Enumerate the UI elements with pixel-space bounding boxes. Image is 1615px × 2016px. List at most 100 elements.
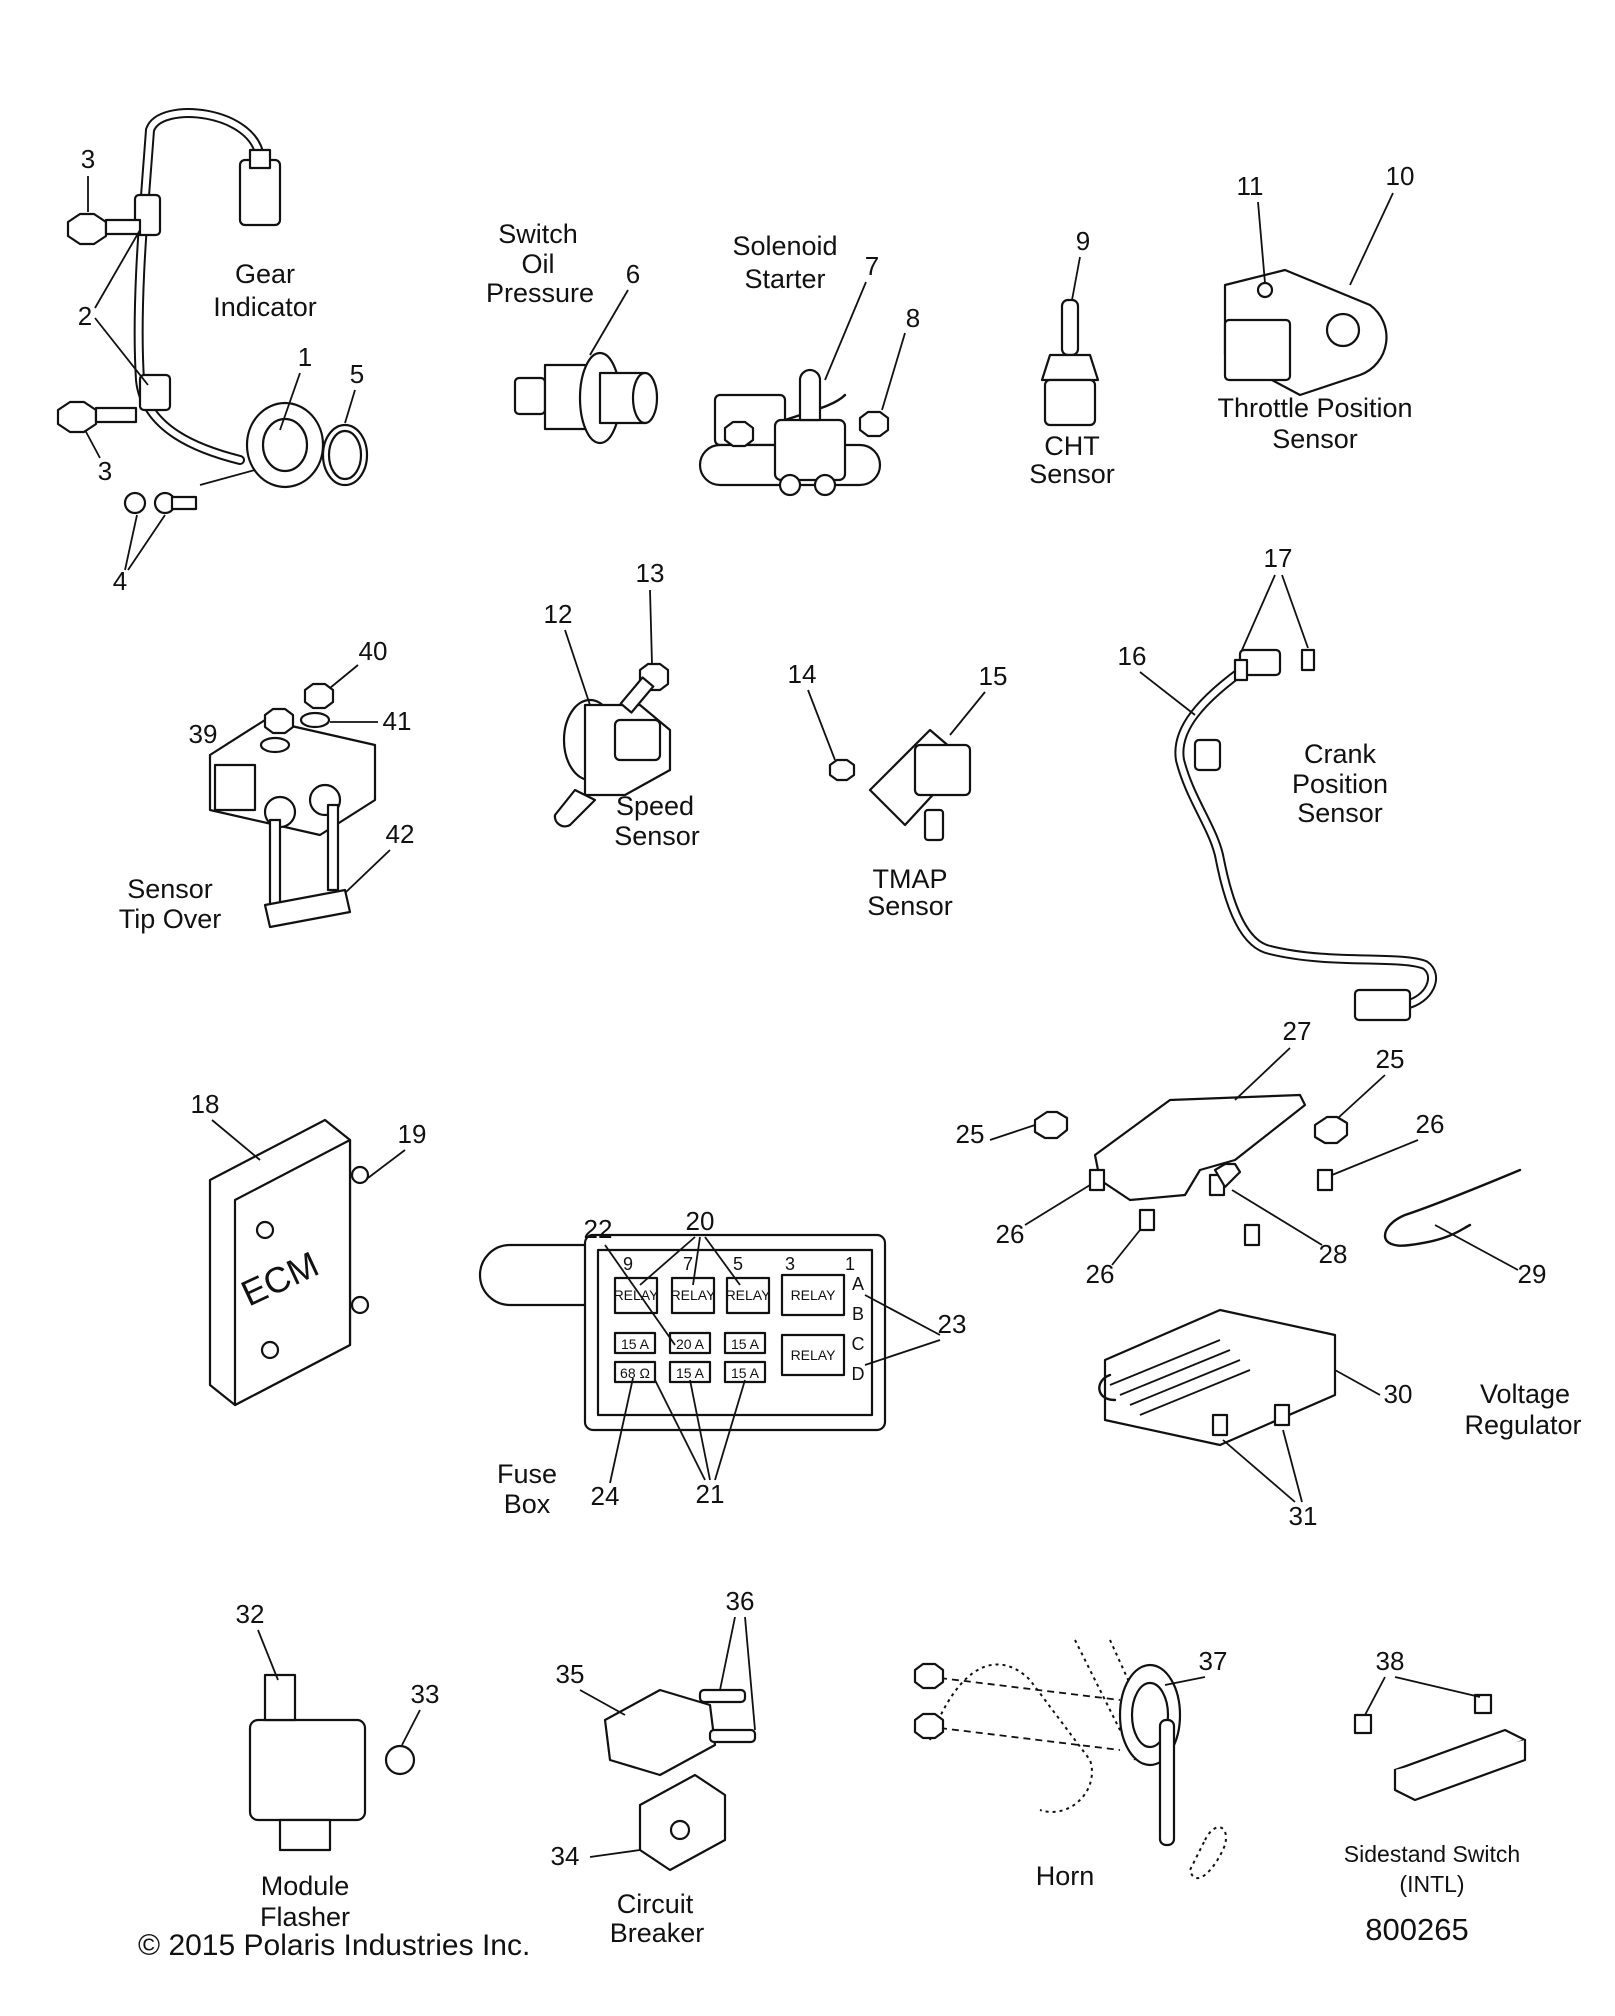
callout-14: 14 [788,659,817,689]
callout-26-left: 26 [996,1219,1025,1249]
copyright: © 2015 Polaris Industries Inc. [138,1929,530,1962]
label-circuit: Circuit [617,1889,694,1919]
circuit-breaker [603,1688,757,1872]
wire-clip-upper [133,193,162,237]
label-tps-sensor: Sensor [1272,424,1358,454]
label-intl: (INTL) [1399,1871,1464,1897]
label-fuse: Fuse [497,1459,557,1489]
callout-3-upper: 3 [81,144,95,174]
svg-text:D: D [852,1364,865,1384]
callout-26-mid: 26 [1086,1259,1115,1289]
label-tmap: TMAP [872,864,947,894]
crank-sensor-connector [1353,988,1412,1022]
bolt-shank-upper [104,218,142,236]
callout-11: 11 [1237,171,1264,201]
spring-clip-right [1313,1115,1349,1145]
horn-bolt-lower [913,1712,945,1740]
callout-3-lower: 3 [98,456,112,486]
rivet [1213,1162,1242,1189]
svg-text:5: 5 [733,1254,743,1274]
svg-text:RELAY: RELAY [671,1287,717,1303]
bolt-head-upper [66,212,108,246]
svg-text:1: 1 [845,1254,855,1274]
label-cht-sensor: Sensor [1029,459,1115,489]
mounting-bracket-assembly [1033,1093,1522,1247]
speed-sensor [553,662,672,828]
section-labels: Gear Indicator Switch Oil Pressure Solen… [119,219,1582,1948]
svg-text:RELAY: RELAY [726,1287,772,1303]
cable-tie [1383,1168,1522,1247]
label-box: Box [504,1489,551,1519]
oil-pressure-switch [513,351,659,445]
gear-indicator-connector-tip [248,148,272,170]
fuse-slot-4 [613,1360,657,1384]
bolt-shank-lower [94,406,138,424]
label-flasher: Flasher [260,1902,350,1932]
ecm-assembly: ECM [208,1118,370,1407]
callout-24: 24 [591,1481,620,1511]
label-breaker: Breaker [610,1918,705,1948]
callout-25-left: 25 [956,1119,985,1149]
callout-29: 29 [1518,1259,1547,1289]
svg-text:RELAY: RELAY [791,1347,837,1363]
callout-15: 15 [979,661,1008,691]
horn-assembly [913,1639,1227,1879]
washer-a [123,491,147,515]
sidestand-switch [1353,1693,1527,1802]
mounting-bracket [1093,1093,1307,1202]
fuse-slot-1 [613,1331,657,1355]
label-indicator: Indicator [213,292,317,322]
spring-clip-left [1033,1110,1069,1140]
label-tmap-sensor: Sensor [867,891,953,921]
callout-26-right: 26 [1416,1109,1445,1139]
callout-6: 6 [626,259,640,289]
callout-21: 21 [696,1479,725,1509]
nut-b [858,410,890,438]
flasher-body [248,1718,367,1822]
callout-25-right: 25 [1376,1044,1405,1074]
callout-36: 36 [726,1586,755,1616]
callout-23: 23 [938,1309,967,1339]
callout-35: 35 [556,1659,585,1689]
rivet-a [698,1688,747,1704]
svg-text:7: 7 [683,1254,693,1274]
solenoid-body [773,418,847,482]
callout-18: 18 [191,1089,220,1119]
callout-7: 7 [865,251,879,281]
label-position: Position [1292,769,1388,799]
callout-37: 37 [1199,1646,1228,1676]
callout-4: 4 [113,566,127,596]
label-oil: Oil [522,249,555,279]
svg-text:RELAY: RELAY [614,1287,660,1303]
callout-31: 31 [1289,1501,1318,1531]
cht-sensor [1040,298,1100,427]
label-throttle-position: Throttle Position [1217,393,1412,423]
nut-a [723,420,755,448]
callout-42: 42 [386,819,415,849]
label-solenoid: Solenoid [732,231,837,261]
callout-1: 1 [298,342,312,372]
callout-30: 30 [1384,1379,1413,1409]
bolt-head-lower [56,400,98,434]
label-speed: Speed [616,791,694,821]
svg-text:15 A: 15 A [731,1365,760,1381]
relay-5 [725,1276,771,1315]
nut-left [263,707,295,735]
svg-text:RELAY: RELAY [791,1287,837,1303]
label-horn: Horn [1036,1861,1095,1891]
callout-28: 28 [1319,1239,1348,1269]
label-module: Module [261,1871,350,1901]
callout-2: 2 [78,301,92,331]
breaker-upper [603,1688,717,1777]
callout-13: 13 [636,558,665,588]
callout-9: 9 [1076,226,1090,256]
callout-34: 34 [551,1841,580,1871]
label-tip-over: Tip Over [119,904,222,934]
starter-solenoid [698,368,890,497]
callout-27: 27 [1283,1016,1312,1046]
rivet-b [708,1728,757,1744]
svg-text:15 A: 15 A [621,1336,650,1352]
label-gear: Gear [235,259,295,289]
voltage-regulator [1098,1308,1337,1447]
